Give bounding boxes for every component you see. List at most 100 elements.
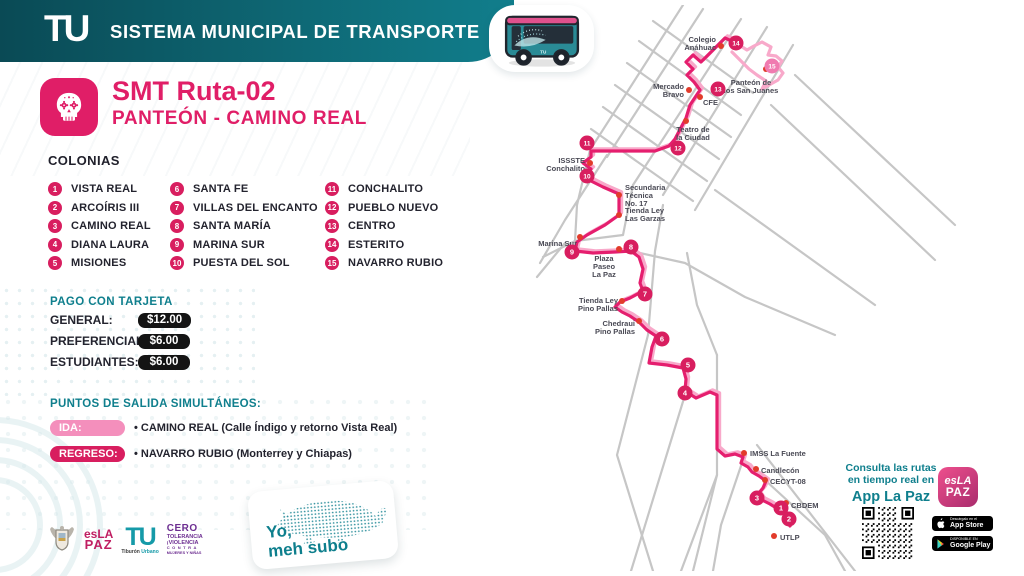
coat-of-arms-logo <box>50 526 74 551</box>
qr-code[interactable] <box>862 507 914 559</box>
fare-value: $12.00 <box>138 312 192 328</box>
eslapaz-logo: esLA PAZ <box>84 526 114 553</box>
colonia-label: CAMINO REAL <box>71 220 151 233</box>
tu-logo: TU <box>44 8 90 49</box>
salidas-section: PUNTOS DE SALIDA SIMULTÁNEOS: IDA: • CAMI… <box>50 398 397 462</box>
poi-label: Candlecón <box>761 466 800 475</box>
salidas-heading: PUNTOS DE SALIDA SIMULTÁNEOS: <box>50 398 262 410</box>
fare-label: PREFERENCIAL: <box>50 334 148 348</box>
slogan-badge: Yo, meh subo <box>246 479 400 571</box>
stop-marker <box>654 331 670 347</box>
tiburon-urbano-logo: TU Tiburón Urbano <box>121 522 159 555</box>
stop-number: 7 <box>643 290 647 299</box>
poi-dot <box>753 466 759 472</box>
colonia-item: 6 SANTA FE <box>170 182 248 196</box>
salidas-list: IDA: • CAMINO REAL (Calle Índigo y retorn… <box>50 419 397 462</box>
cero-tolerancia-logo: CERO TOLERANCIA ¡VIOLENCIA CONTRA MUJERE… <box>166 523 203 555</box>
stop-marker <box>670 140 686 156</box>
halftone-dots <box>0 284 255 396</box>
poi-label: CFE <box>703 98 718 107</box>
poi-dot <box>616 246 622 252</box>
poi-dot <box>636 318 642 324</box>
colonia-item: 12 PUEBLO NUEVO <box>325 200 439 215</box>
stop-number: 1 <box>779 504 783 513</box>
colonia-label: DIANA LAURA <box>71 238 150 251</box>
colonia-number: 2 <box>48 200 62 215</box>
colonia-number: 6 <box>170 182 184 196</box>
poi-dot <box>683 118 689 124</box>
fares-heading: PAGO CON TARJETA <box>50 296 173 308</box>
poi-label: IMSS La Fuente <box>750 449 806 458</box>
colonia-number: 13 <box>325 219 339 234</box>
poi-label: CECYT-08 <box>770 477 806 486</box>
stop-marker <box>579 168 595 184</box>
app-promo: Consulta las rutas en tiempo real en App… <box>836 462 946 505</box>
colonia-number: 12 <box>325 200 339 215</box>
app-store-badge[interactable]: Descárgalo en el App Store <box>932 516 993 531</box>
poi-label: UTLP <box>780 533 800 542</box>
footer-logos: esLA PAZ TU Tiburón Urbano CERO TOLERANC… <box>48 524 203 555</box>
header-band: TU SISTEMA MUNICIPAL DE TRANSPORTE <box>0 0 514 62</box>
colonia-number: 11 <box>325 182 339 196</box>
colonia-number: 9 <box>170 237 184 252</box>
colonia-number: 15 <box>325 256 339 271</box>
stop-number: 5 <box>686 361 690 370</box>
fare-label: ESTUDIANTES: <box>50 355 139 369</box>
colonia-number: 3 <box>48 219 62 234</box>
header-title: SISTEMA MUNICIPAL DE TRANSPORTE <box>110 21 480 42</box>
salida-tag: IDA: <box>50 419 125 436</box>
stop-marker <box>680 357 696 373</box>
colonia-label: MISIONES <box>71 257 127 270</box>
skull-icon <box>56 92 82 121</box>
colonia-label: CENTRO <box>348 220 396 233</box>
map-streets <box>535 5 957 571</box>
salida-text: • CAMINO REAL (Calle Índigo y retorno Vi… <box>134 421 398 434</box>
poi-dot <box>686 87 692 93</box>
fare-row: GENERAL:$12.00 <box>50 311 192 329</box>
stop-number: 13 <box>714 87 722 94</box>
svg-text:TU: TU <box>540 49 547 54</box>
poi-dot <box>587 160 593 166</box>
stop-number: 14 <box>732 41 740 48</box>
colonia-label: SANTA FE <box>193 183 249 195</box>
stop-number: 15 <box>768 64 776 71</box>
google-play-badge[interactable]: DISPONIBLE EN Google Play <box>932 536 993 551</box>
fare-row: PREFERENCIAL:$6.00 <box>50 332 191 350</box>
stop-marker <box>564 244 580 260</box>
colonia-number: 14 <box>325 237 339 252</box>
fare-value: $6.00 <box>138 354 190 370</box>
colonia-number: 5 <box>48 256 62 271</box>
fare-value: $6.00 <box>138 333 190 349</box>
stop-number: 4 <box>683 389 688 398</box>
colonia-label: VILLAS DEL ENCANTO <box>193 201 318 214</box>
fare-row: ESTUDIANTES:$6.00 <box>50 353 191 371</box>
stop-number: 10 <box>583 174 591 181</box>
stop-marker <box>764 58 780 74</box>
route-badge <box>40 78 98 136</box>
colonia-label: PUEBLO NUEVO <box>348 201 439 214</box>
stop-marker <box>710 81 726 97</box>
colonia-number: 4 <box>48 237 62 252</box>
salida-tag: REGRESO: <box>50 445 125 462</box>
play-icon <box>937 538 944 549</box>
salida-text: • NAVARRO RUBIO (Monterrey y Chiapas) <box>134 447 352 460</box>
app-name: App La Paz <box>851 489 931 506</box>
